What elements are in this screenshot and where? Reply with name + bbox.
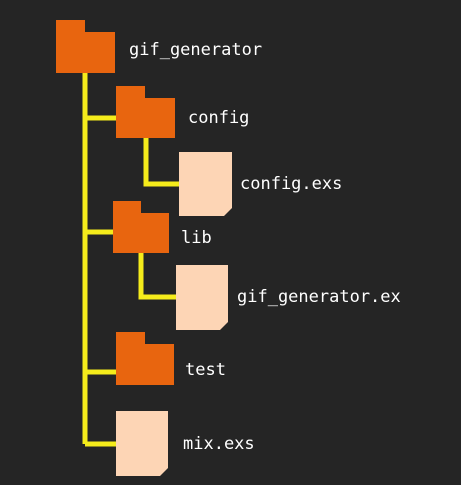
lib-subline [138, 253, 176, 300]
folder-label-test[interactable]: test [185, 360, 226, 380]
folder-label-gif-generator[interactable]: gif_generator [129, 40, 263, 60]
folder-icon[interactable] [113, 201, 169, 253]
folder-icon[interactable] [116, 332, 174, 385]
config-subline [143, 138, 179, 187]
folder-label-config[interactable]: config [188, 108, 250, 128]
file-label-mix-exs[interactable]: mix.exs [183, 434, 255, 454]
file-label-config-exs[interactable]: config.exs [240, 174, 343, 194]
folder-icon[interactable] [56, 20, 115, 73]
file-icon[interactable] [179, 152, 232, 216]
file-icon[interactable] [116, 411, 168, 476]
file-label-gif-generator-ex[interactable]: gif_generator.ex [237, 287, 401, 307]
folder-label-lib[interactable]: lib [181, 228, 212, 248]
folder-icon[interactable] [116, 86, 175, 138]
file-icon[interactable] [176, 265, 228, 330]
